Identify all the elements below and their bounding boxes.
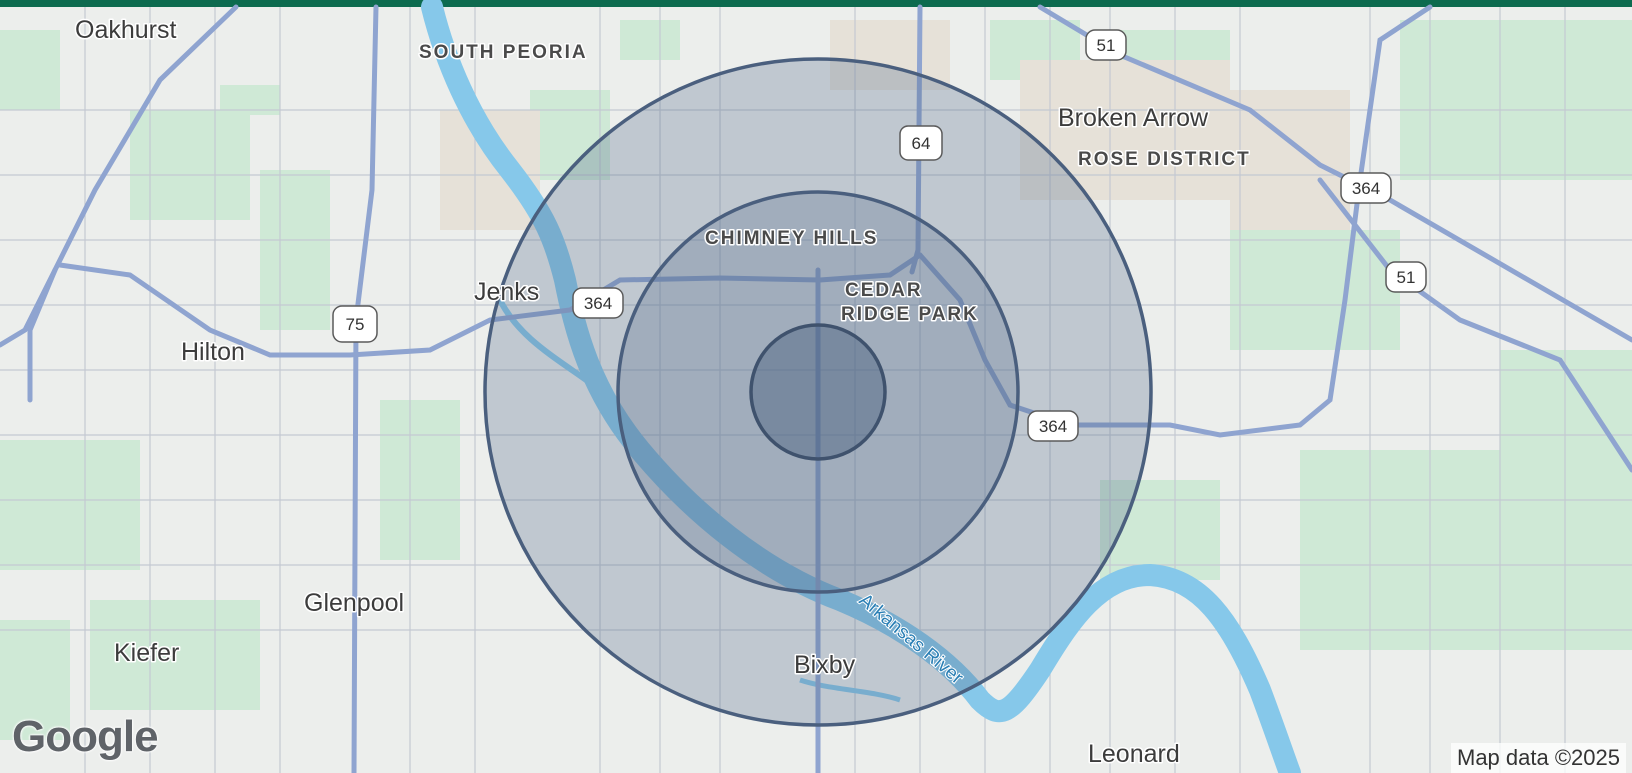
route-shield-ok-364-east: 364 xyxy=(1340,172,1392,204)
svg-text:364: 364 xyxy=(1352,179,1380,198)
ring-middle xyxy=(616,190,1020,594)
city-label-oakhurst: Oakhurst xyxy=(75,16,176,44)
ring-outer xyxy=(483,57,1153,727)
map-attribution[interactable]: Map data ©2025 xyxy=(1451,743,1626,773)
city-label-glenpool: Glenpool xyxy=(304,589,404,617)
svg-text:51: 51 xyxy=(1397,268,1416,287)
header-bar xyxy=(0,0,1632,7)
route-shield-ok-51-north: 51 xyxy=(1085,29,1127,61)
city-label-broken-arrow: Broken Arrow xyxy=(1058,104,1209,132)
route-shield-ok-364-south: 364 xyxy=(1027,410,1079,442)
svg-text:51: 51 xyxy=(1097,36,1116,55)
city-label-bixby: Bixby xyxy=(794,651,856,679)
svg-text:75: 75 xyxy=(346,315,365,334)
district-label-rose-district: ROSE DISTRICT xyxy=(1078,149,1251,170)
city-label-leonard: Leonard xyxy=(1088,740,1180,768)
google-logo: Google xyxy=(12,712,159,761)
route-shield-us-75: 75 xyxy=(332,305,378,343)
svg-text:364: 364 xyxy=(584,294,612,313)
svg-text:364: 364 xyxy=(1039,417,1067,436)
city-label-kiefer: Kiefer xyxy=(114,639,179,667)
city-label-jenks: Jenks xyxy=(474,278,539,306)
arkansas-river xyxy=(421,0,1301,773)
city-label-hilton: Hilton xyxy=(181,338,245,366)
route-shield-ok-364-jenks: 364 xyxy=(572,287,624,319)
svg-text:64: 64 xyxy=(912,134,931,153)
district-label-cedar: CEDAR xyxy=(845,280,923,301)
route-shield-us-64: 64 xyxy=(899,125,943,161)
route-shield-ok-51-east: 51 xyxy=(1385,261,1427,293)
district-label-chimney-hills: CHIMNEY HILLS xyxy=(705,228,878,249)
district-label-ridge-park: RIDGE PARK xyxy=(841,304,979,325)
urban-areas xyxy=(440,20,1350,230)
district-label-south-peoria: SOUTH PEORIA xyxy=(419,42,588,63)
ring-inner xyxy=(749,323,887,461)
radius-rings xyxy=(483,57,1153,727)
